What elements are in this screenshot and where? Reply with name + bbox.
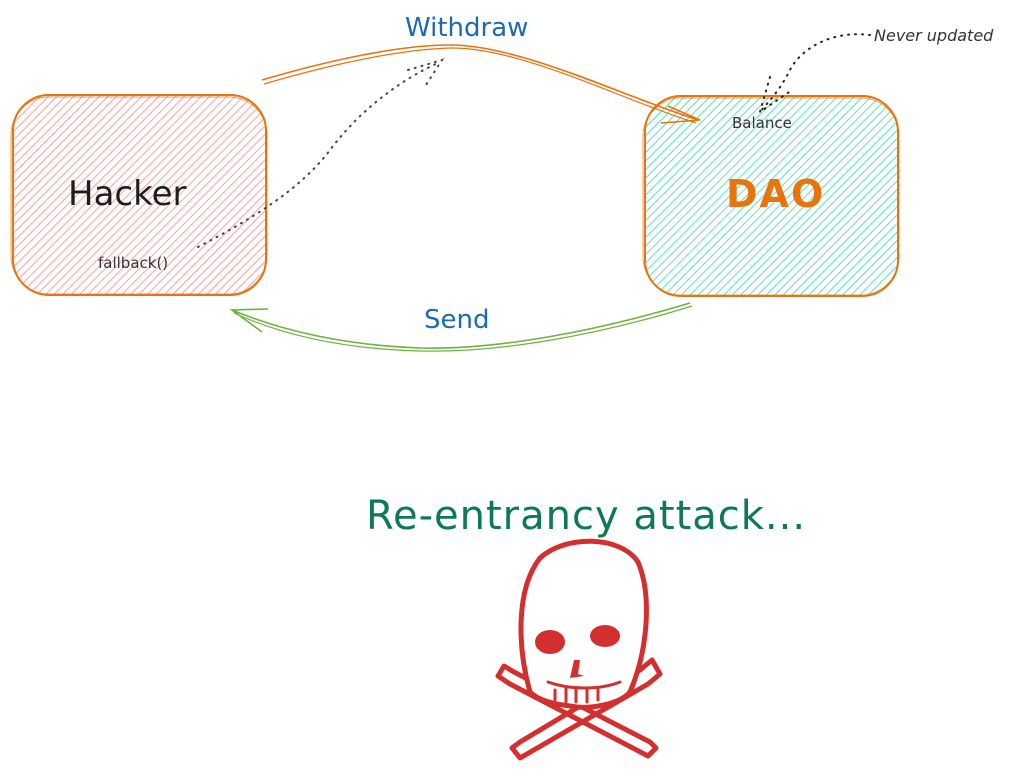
hacker-box	[12, 94, 267, 296]
withdraw-arrow	[261, 44, 701, 124]
skull-and-crossbones-icon	[495, 538, 663, 761]
send-arrow	[229, 302, 693, 352]
withdraw-label: Withdraw	[405, 13, 529, 43]
never-updated-connector	[758, 33, 871, 115]
dao-box	[644, 95, 899, 297]
skull-eye-right	[590, 625, 620, 647]
fallback-reentry-connector	[197, 58, 445, 248]
dao-node[interactable]	[642, 95, 900, 297]
skull-nose	[570, 660, 584, 678]
skull-features	[535, 625, 620, 678]
fallback-label: fallback()	[98, 254, 169, 272]
skull-outline	[518, 538, 649, 710]
hacker-box-sketch	[10, 96, 268, 295]
dao-label: DAO	[726, 172, 826, 216]
skull-eye-left	[535, 630, 565, 654]
send-label: Send	[424, 305, 490, 335]
never-updated-label: Never updated	[874, 26, 994, 45]
skull-teeth	[553, 686, 600, 704]
hacker-label: Hacker	[68, 174, 187, 214]
skull-jaw	[546, 680, 622, 690]
hacker-node[interactable]	[10, 94, 268, 296]
withdraw-arrowhead	[660, 105, 701, 124]
send-arrowhead	[229, 308, 269, 333]
headline: Re-entrancy attack...	[366, 493, 807, 539]
balance-label: Balance	[732, 114, 792, 132]
